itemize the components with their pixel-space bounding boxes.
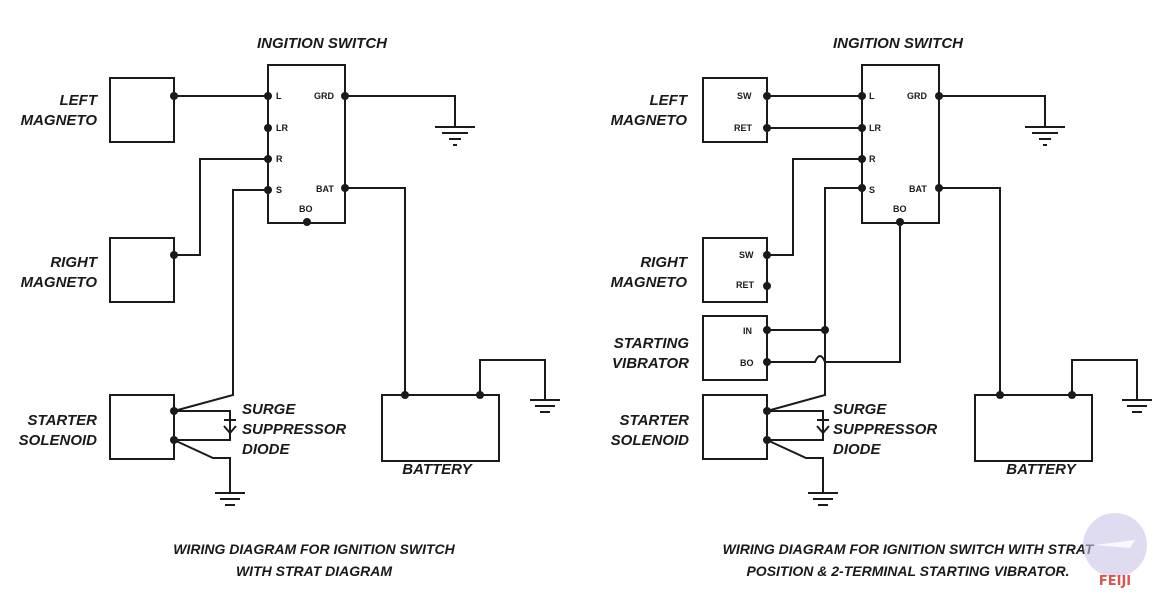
right-solenoid-label-2: SOLENOID <box>611 432 690 449</box>
right-vibrator-bo: BO <box>740 358 754 368</box>
left-term-lr: LR <box>276 123 288 133</box>
left-left-magneto <box>109 77 175 143</box>
left-starter-solenoid <box>109 394 175 460</box>
left-wire-s-solenoid <box>173 189 268 412</box>
left-left-magneto-label-1: LEFT <box>60 92 99 109</box>
right-battery-ground-icon <box>1122 399 1152 413</box>
right-right-magneto-sw: SW <box>739 250 754 260</box>
left-term-grd: GRD <box>314 91 335 101</box>
left-surge-label-3: DIODE <box>242 441 291 458</box>
watermark-text: FEIJI <box>1099 574 1131 589</box>
right-battery <box>974 394 1093 462</box>
right-right-magneto-ret: RET <box>736 280 755 290</box>
left-junction-dots <box>170 92 484 444</box>
right-surge-label-1: SURGE <box>833 401 887 418</box>
right-left-magneto-label-1: LEFT <box>650 92 689 109</box>
left-battery-ground-icon <box>530 399 560 413</box>
right-surge-label-3: DIODE <box>833 441 882 458</box>
left-wire-solenoid-ground <box>173 439 231 493</box>
left-term-bat: BAT <box>316 184 334 194</box>
left-wire-diode-loop <box>174 410 231 441</box>
left-battery-label: BATTERY <box>402 461 473 478</box>
left-right-magneto-label-2: MAGNETO <box>21 274 98 291</box>
left-switch-title: INGITION SWITCH <box>257 35 388 52</box>
left-wire-bat <box>345 187 406 395</box>
right-right-magneto <box>702 237 768 303</box>
right-term-lr: LR <box>869 123 881 133</box>
left-right-magneto <box>109 237 175 303</box>
right-vibrator-label-1: STARTING <box>614 335 690 352</box>
left-wire-r-right-magneto <box>174 158 268 256</box>
right-caption-2: POSITION & 2-TERMINAL STARTING VIBRATOR. <box>746 563 1069 579</box>
right-term-grd: GRD <box>907 91 928 101</box>
right-diode-icon <box>816 418 830 435</box>
right-surge-label-2: SUPPRESSOR <box>833 421 937 438</box>
right-wire-r-right-magneto <box>767 158 862 256</box>
right-switch-title: INGITION SWITCH <box>833 35 964 52</box>
right-wire-vibrator-bo <box>767 222 901 363</box>
right-junction-dots <box>763 92 1076 444</box>
right-wire-grd <box>939 95 1046 126</box>
right-wire-battery-ground <box>1071 359 1138 400</box>
right-term-bat: BAT <box>909 184 927 194</box>
left-term-l: L <box>276 91 282 101</box>
right-diagram: INGITION SWITCH L LR R S GRD BAT BO LEFT… <box>611 35 1152 579</box>
left-diagram: INGITION SWITCH L LR R S GRD BAT BO LEFT… <box>19 35 560 579</box>
left-wire-grd <box>345 95 456 126</box>
right-solenoid-label-1: STARTER <box>620 412 690 429</box>
right-vibrator-label-2: VIBRATOR <box>612 355 689 372</box>
left-diode-icon <box>223 418 237 435</box>
right-wire-s-vibrator-in <box>767 187 862 331</box>
left-left-magneto-label-2: MAGNETO <box>21 112 98 129</box>
right-wire-bat <box>939 187 1001 395</box>
right-battery-label: BATTERY <box>1006 461 1077 478</box>
left-caption-2: WITH STRAT DIAGRAM <box>236 563 392 579</box>
right-left-magneto <box>702 77 768 143</box>
right-caption-1: WIRING DIAGRAM FOR IGNITION SWITCH WITH … <box>723 541 1095 557</box>
left-surge-label-1: SURGE <box>242 401 296 418</box>
right-term-l: L <box>869 91 875 101</box>
left-switch-ground-icon <box>435 126 475 146</box>
left-term-bo: BO <box>299 204 313 214</box>
watermark-logo: FEIJI <box>1083 513 1147 589</box>
right-ignition-switch <box>861 64 940 224</box>
left-solenoid-label-1: STARTER <box>28 412 98 429</box>
right-left-magneto-sw: SW <box>737 91 752 101</box>
right-term-r: R <box>869 154 876 164</box>
left-right-magneto-label-1: RIGHT <box>50 254 99 271</box>
right-term-bo: BO <box>893 204 907 214</box>
left-ignition-switch <box>267 64 346 224</box>
right-switch-ground-icon <box>1025 126 1065 146</box>
right-wire-diode-loop <box>767 410 824 441</box>
right-solenoid-ground-icon <box>808 492 838 506</box>
left-solenoid-label-2: SOLENOID <box>19 432 98 449</box>
right-starting-vibrator <box>702 315 768 381</box>
right-term-s: S <box>869 185 875 195</box>
right-left-magneto-ret: RET <box>734 123 753 133</box>
right-right-magneto-label-2: MAGNETO <box>611 274 688 291</box>
right-left-magneto-label-2: MAGNETO <box>611 112 688 129</box>
left-term-s: S <box>276 185 282 195</box>
left-battery <box>381 394 500 462</box>
right-vibrator-in: IN <box>743 326 752 336</box>
left-caption-1: WIRING DIAGRAM FOR IGNITION SWITCH <box>173 541 455 557</box>
right-wire-s-solenoid <box>766 330 826 412</box>
right-right-magneto-label-1: RIGHT <box>640 254 689 271</box>
left-wire-battery-ground <box>479 359 546 400</box>
right-wire-solenoid-ground <box>766 439 824 493</box>
left-surge-label-2: SUPPRESSOR <box>242 421 346 438</box>
left-term-r: R <box>276 154 283 164</box>
right-starter-solenoid <box>702 394 768 460</box>
left-solenoid-ground-icon <box>215 492 245 506</box>
